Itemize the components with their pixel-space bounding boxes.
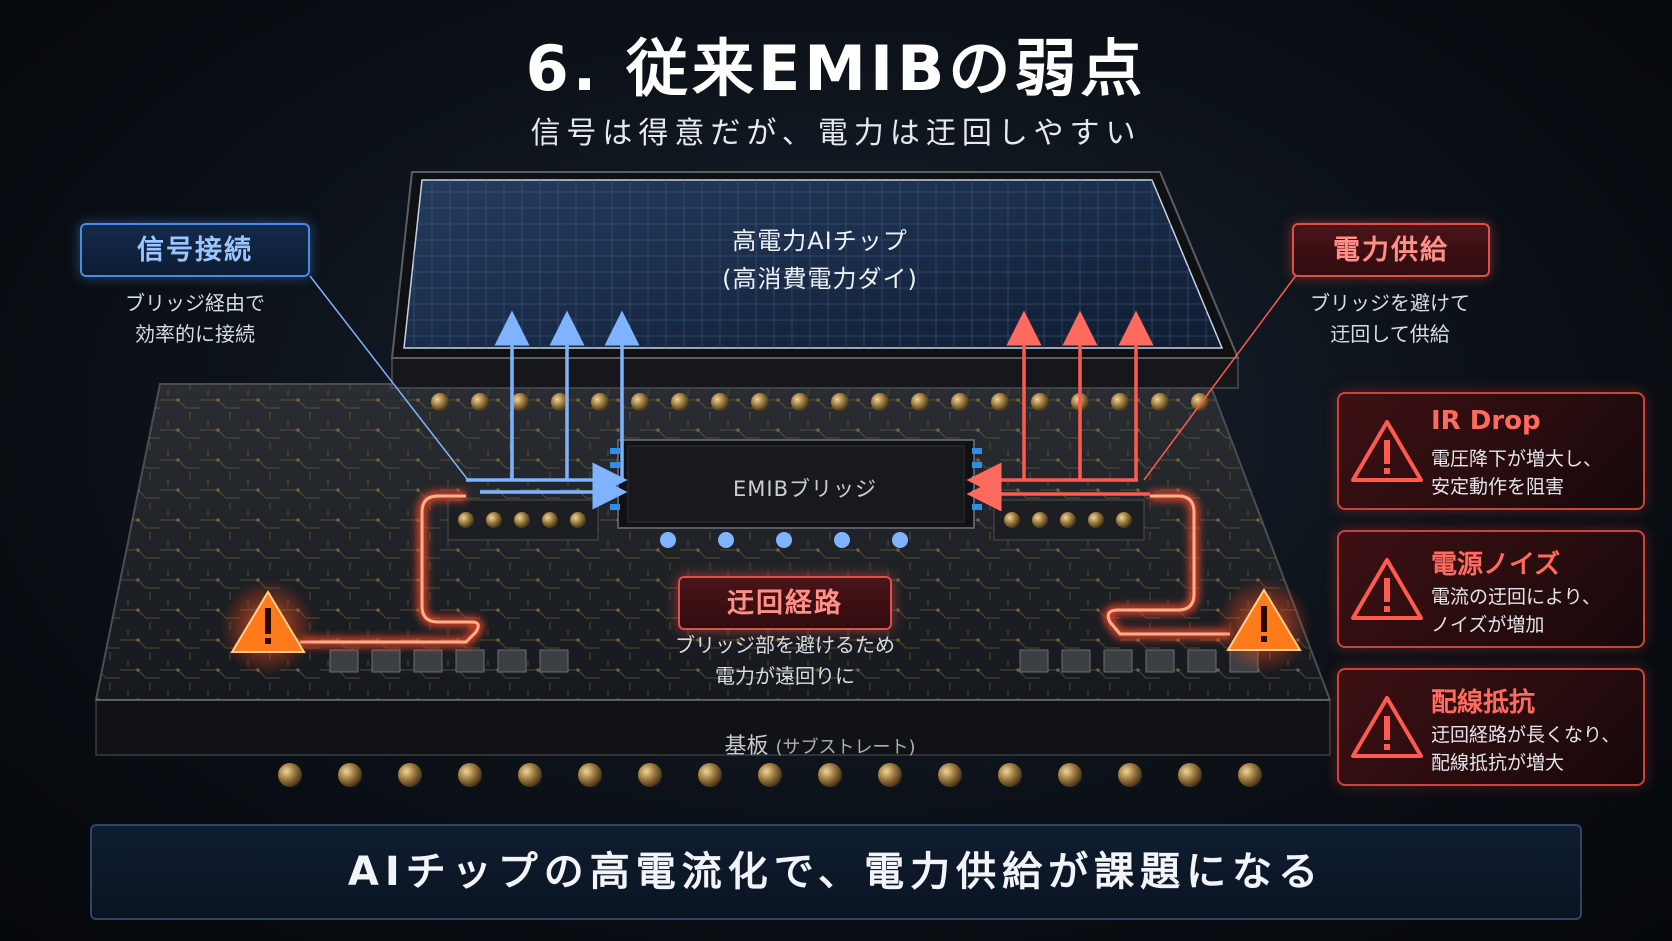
bottom-message-banner: AIチップの高電流化で、電力供給が課題になる xyxy=(90,824,1582,920)
signal-desc-line1: ブリッジ経由で xyxy=(125,291,265,315)
signal-desc-line2: 効率的に接続 xyxy=(135,322,255,346)
issue-card-ir-drop: IR Drop 電圧降下が増大し、 安定動作を阻害 xyxy=(1337,392,1645,510)
warning-triangle-icon xyxy=(1351,696,1423,758)
issue-title: IR Drop xyxy=(1431,406,1541,436)
issue-line1: 電圧降下が増大し、 xyxy=(1431,448,1603,470)
board-warning-left xyxy=(220,580,316,676)
signal-connection-tag: 信号接続 xyxy=(80,223,310,277)
board-warning-right xyxy=(1216,578,1312,674)
substrate-label: 基板 (サブストレート) xyxy=(620,728,1020,760)
warning-triangle-icon xyxy=(1351,420,1423,482)
issue-line2: 配線抵抗が増大 xyxy=(1431,752,1565,774)
page-title: 6. 従来EMIBの弱点 xyxy=(525,32,1147,105)
chip-label: 高電力AIチップ (高消費電力ダイ) xyxy=(640,222,1000,298)
signal-paths xyxy=(309,275,640,510)
detour-desc-line2: 電力が遠回りに xyxy=(715,664,855,688)
chip-label-line1: 高電力AIチップ xyxy=(732,227,908,255)
issue-card-power-noise: 電源ノイズ 電流の迂回により、 ノイズが増加 xyxy=(1337,530,1645,648)
detour-desc-line1: ブリッジ部を避けるため xyxy=(675,633,895,657)
page-subtitle: 信号は得意だが、電力は迂回しやすい xyxy=(530,116,1142,151)
chip-label-line2: (高消費電力ダイ) xyxy=(722,265,918,293)
chip-micro-bumps xyxy=(431,393,1209,411)
issue-line1: 迂回経路が長くなり、 xyxy=(1431,724,1621,746)
signal-connection-desc: ブリッジ経由で 効率的に接続 xyxy=(80,288,310,350)
substrate-board xyxy=(94,383,1332,756)
power-supply-tag: 電力供給 xyxy=(1292,223,1490,277)
power-supply-desc: ブリッジを避けて 迂回して供給 xyxy=(1270,288,1510,350)
bridge-label: EMIBブリッジ xyxy=(733,477,877,501)
power-desc-line1: ブリッジを避けて xyxy=(1310,291,1470,315)
power-paths xyxy=(966,269,1301,512)
warning-triangle-icon xyxy=(1351,558,1423,620)
substrate-solder-balls xyxy=(278,763,1262,787)
substrate-label-main: 基板 xyxy=(724,734,769,759)
issue-title: 電源ノイズ xyxy=(1431,550,1561,580)
substrate-label-sub: (サブストレート) xyxy=(775,737,916,758)
issue-line2: 安定動作を阻害 xyxy=(1431,476,1565,498)
issue-line1: 電流の迂回により、 xyxy=(1431,586,1601,608)
ai-chip-die xyxy=(390,171,1240,389)
issue-card-wiring-resistance: 配線抵抗 迂回経路が長くなり、 配線抵抗が増大 xyxy=(1337,668,1645,786)
detour-path-desc: ブリッジ部を避けるため 電力が遠回りに xyxy=(640,630,930,692)
side-bump-rows xyxy=(447,499,1145,541)
emib-bridge xyxy=(610,439,982,548)
issue-title: 配線抵抗 xyxy=(1431,688,1536,718)
power-desc-line2: 迂回して供給 xyxy=(1330,322,1450,346)
detour-paths xyxy=(300,491,1230,647)
detour-path-tag: 迂回経路 xyxy=(678,576,892,630)
issue-line2: ノイズが増加 xyxy=(1431,614,1545,636)
